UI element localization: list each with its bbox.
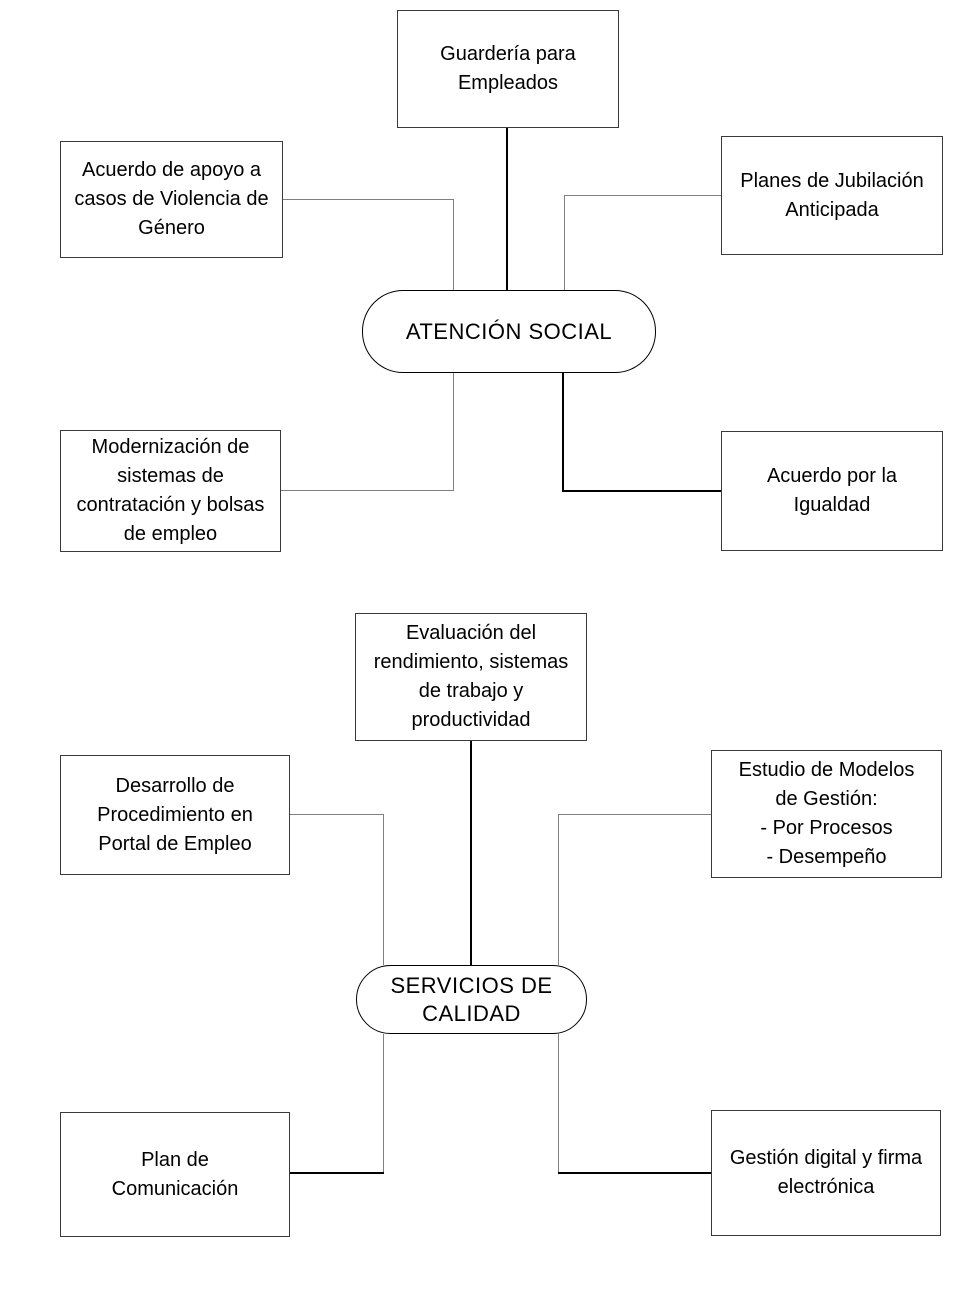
node-label: Acuerdo por la Igualdad (766, 465, 898, 516)
connector-desarrollo-servicios-calidad-vertical (383, 814, 384, 965)
node-acuerdo-por-la-igualdad: Acuerdo por la Igualdad (721, 431, 943, 551)
node-label: Guardería para Empleados (440, 43, 576, 94)
connector-guarderia-atencion-social-vertical (506, 128, 508, 290)
node-desarrollo-procedimiento-portal-empleo: Desarrollo de Procedimiento en Portal de… (60, 755, 290, 875)
node-label: Desarrollo de Procedimiento en Portal de… (97, 774, 253, 855)
node-center-atencion-social: ATENCIÓN SOCIAL (362, 290, 656, 373)
node-label: SERVICIOS DE CALIDAD (390, 972, 553, 1026)
connector-planes-jubilacion-atencion-social-vertical (564, 195, 565, 291)
connector-estudio-servicios-calidad-vertical (558, 814, 559, 965)
node-planes-jubilacion-anticipada: Planes de Jubilación Anticipada (721, 136, 943, 255)
node-label: Modernización de sistemas de contratació… (76, 436, 265, 545)
node-evaluacion-rendimiento: Evaluación del rendimiento, sistemas de … (355, 613, 587, 741)
node-center-servicios-de-calidad: SERVICIOS DE CALIDAD (356, 965, 587, 1034)
connector-servicios-calidad-plan-comunicacion-horizontal (290, 1172, 384, 1174)
node-plan-de-comunicacion: Plan de Comunicación (60, 1112, 290, 1237)
connector-servicios-calidad-plan-comunicacion-vertical (383, 1034, 384, 1173)
connector-planes-jubilacion-atencion-social-horizontal (564, 195, 721, 196)
node-estudio-modelos-gestion: Estudio de Modelos de Gestión: - Por Pro… (711, 750, 942, 878)
connector-servicios-calidad-gestion-digital-horizontal (558, 1172, 711, 1174)
connector-atencion-social-acuerdo-igualdad-vertical (562, 372, 564, 492)
connector-atencion-social-modernizacion-horizontal (281, 490, 454, 491)
connector-acuerdo-apoyo-atencion-social-horizontal (283, 199, 454, 200)
connector-evaluacion-servicios-calidad-vertical (470, 741, 472, 965)
node-label: Evaluación del rendimiento, sistemas de … (373, 622, 569, 731)
node-label: Plan de Comunicación (111, 1148, 239, 1200)
connector-estudio-servicios-calidad-horizontal (558, 814, 711, 815)
connector-servicios-calidad-gestion-digital-vertical (558, 1034, 559, 1173)
node-acuerdo-apoyo-violencia-genero: Acuerdo de apoyo a casos de Violencia de… (60, 141, 283, 258)
node-gestion-digital-firma-electronica: Gestión digital y firma electrónica (711, 1110, 941, 1236)
node-modernizacion-sistemas-contratacion: Modernización de sistemas de contratació… (60, 430, 281, 552)
node-label: Gestión digital y firma electrónica (729, 1147, 923, 1198)
node-label: Acuerdo de apoyo a casos de Violencia de… (74, 159, 269, 239)
node-label: Planes de Jubilación Anticipada (740, 169, 924, 221)
connector-atencion-social-acuerdo-igualdad-horizontal (563, 490, 721, 492)
node-guarderia-para-empleados: Guardería para Empleados (397, 10, 619, 128)
connector-atencion-social-modernizacion-vertical (453, 372, 454, 491)
node-label: ATENCIÓN SOCIAL (405, 318, 613, 344)
connector-desarrollo-servicios-calidad-horizontal (290, 814, 384, 815)
connector-acuerdo-apoyo-atencion-social-vertical (453, 199, 454, 291)
node-label: Estudio de Modelos de Gestión: - Por Pro… (738, 759, 915, 868)
